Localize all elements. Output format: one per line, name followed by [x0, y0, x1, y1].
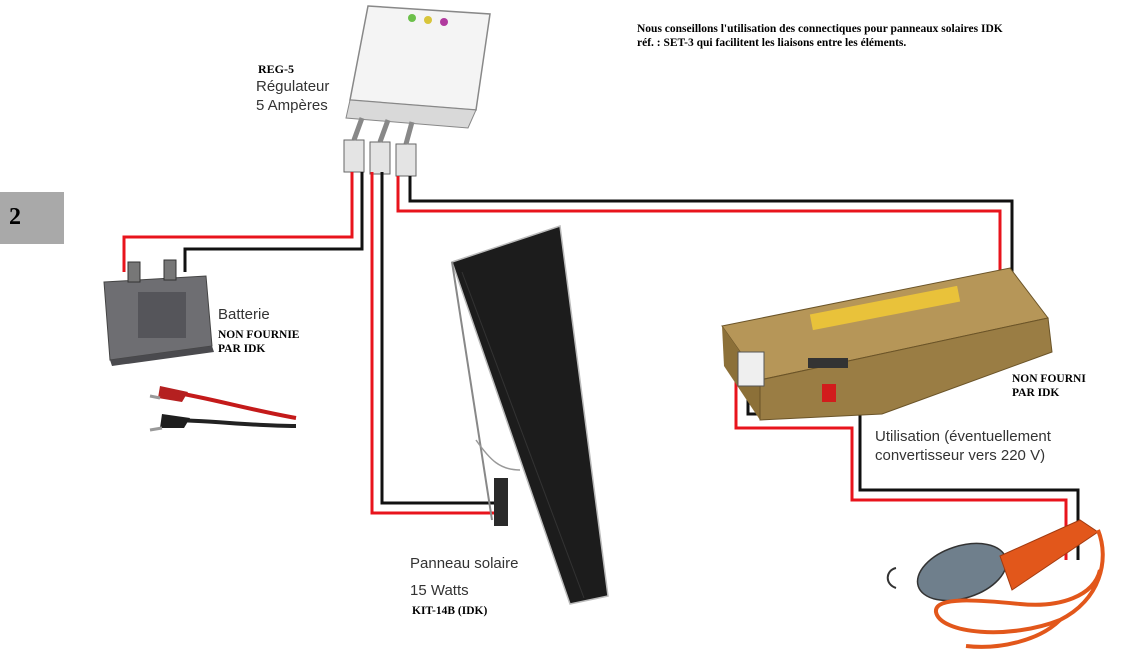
green-led-icon [408, 14, 416, 22]
regulator-label: Régulateur 5 Ampères [256, 77, 329, 115]
purple-led-icon [440, 18, 448, 26]
usage-line2: convertisseur vers 220 V) [875, 447, 1046, 464]
usage-line1: Utilisation (éventuellement [875, 428, 1051, 445]
page-number: 2 [9, 204, 21, 230]
battery-device [103, 259, 214, 366]
battery-note: NON FOURNIE PAR IDK [218, 328, 299, 356]
regulator-device [343, 5, 491, 177]
battery-note-line2: PAR IDK [218, 343, 266, 355]
panel-code: KIT-14B (IDK) [412, 605, 488, 617]
inverter-note: NON FOURNI PAR IDK [1012, 372, 1086, 400]
inverter-note-line1: NON FOURNI [1012, 373, 1086, 385]
battery-note-line1: NON FOURNIE [218, 329, 300, 341]
solar-panel-device [451, 225, 609, 605]
yellow-led-icon [424, 16, 432, 24]
usage-note: Utilisation (éventuellement convertisseu… [875, 427, 1051, 465]
page-number-badge: 2 [0, 192, 64, 244]
inverter-note-line2: PAR IDK [1012, 387, 1060, 399]
panel-power: 15 Watts [410, 582, 469, 599]
work-lamp-device [886, 519, 1105, 649]
regulator-name: Régulateur [256, 78, 330, 95]
regulator-rating: 5 Ampères [256, 97, 328, 114]
panel-name: Panneau solaire [410, 555, 519, 572]
battery-clamps-icon [149, 386, 297, 432]
battery-name: Batterie [218, 306, 270, 323]
regulator-code: REG-5 [258, 62, 294, 76]
advice-note: Nous conseillons l'utilisation des conne… [637, 23, 1003, 49]
inverter-device [721, 267, 1053, 421]
